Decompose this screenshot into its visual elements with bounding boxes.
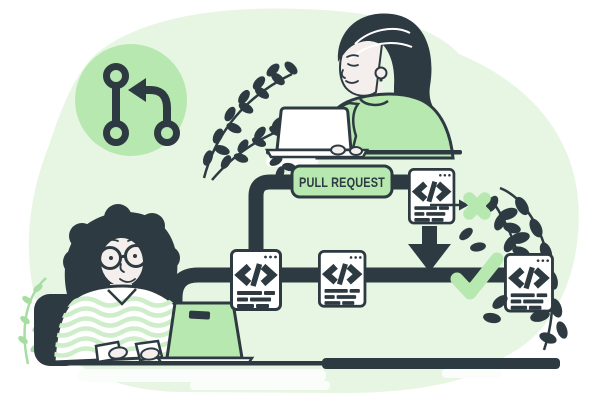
desk-bottom: [60, 358, 560, 369]
hand: [108, 346, 128, 360]
code-file-icon-pull-request: [409, 169, 454, 223]
code-file-icon-merged: [505, 254, 552, 311]
pull-request-label-text: PULL REQUEST: [299, 174, 385, 190]
top-developer: [315, 13, 455, 160]
plant-leaves-front: [483, 295, 508, 324]
top-developer-features: [340, 54, 359, 84]
v-neck: [107, 288, 137, 306]
top-developer-hands: [330, 144, 363, 156]
collar: [359, 98, 389, 107]
glasses-icon: [98, 244, 155, 270]
earring: [379, 78, 383, 82]
conflict-arrow: [430, 199, 469, 211]
git-branch-icon: [103, 63, 180, 146]
git-branch-badge: [75, 44, 187, 156]
code-file-icon-commit-1: [232, 251, 281, 310]
hand: [140, 347, 160, 361]
bottom-developer-laptop: [155, 301, 255, 366]
check-icon: [450, 252, 504, 300]
bottom-developer: [52, 204, 199, 364]
plant-leaves-dark-top: [202, 61, 299, 181]
down-arrow-icon: [408, 226, 451, 272]
conflict-x-icon: [463, 192, 491, 220]
desk-shadows: [78, 156, 502, 390]
flow-line-main: [167, 267, 506, 334]
ear: [374, 66, 388, 80]
pull-request-label: PULL REQUEST: [290, 164, 394, 199]
bottom-developer-features: [101, 238, 144, 283]
flow-line-branch: [248, 174, 408, 252]
fringe: [100, 223, 152, 252]
code-file-icon-commit-2: [319, 251, 365, 306]
